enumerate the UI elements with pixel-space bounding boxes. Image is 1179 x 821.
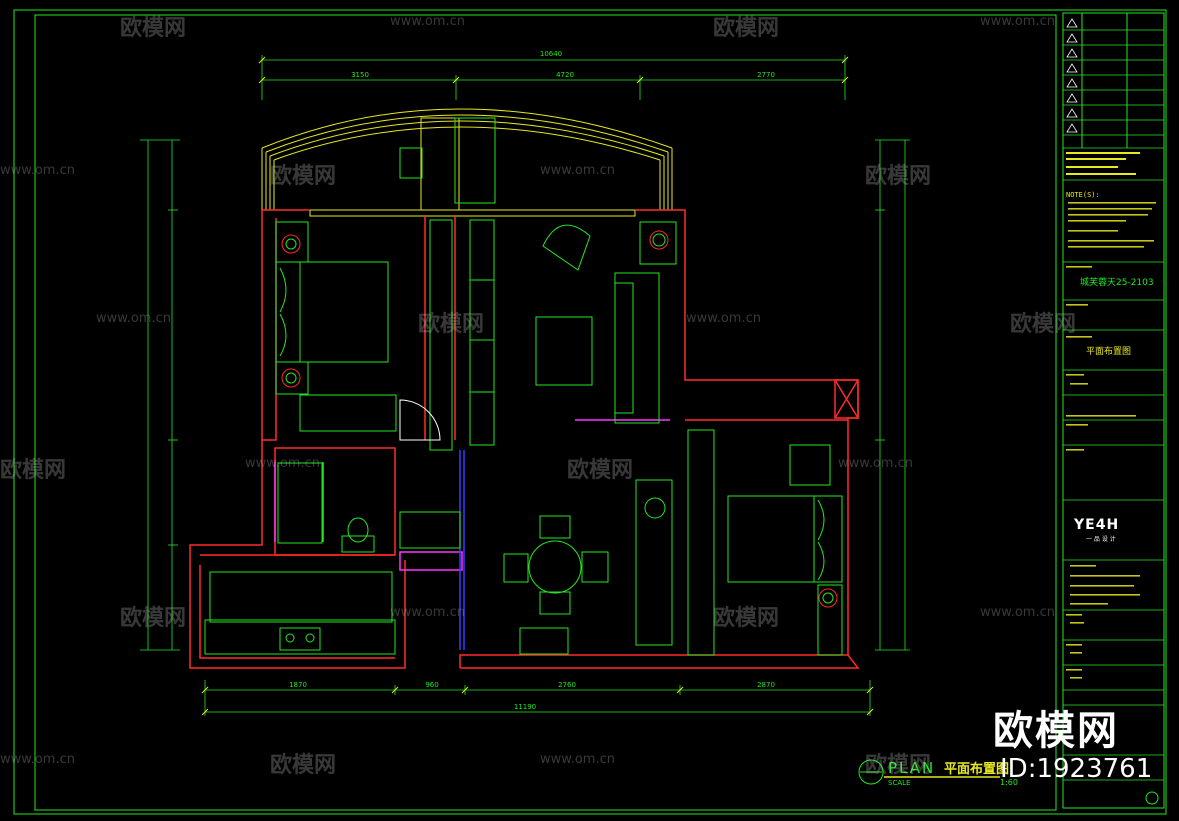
watermark-url: www.om.cn [980, 605, 1055, 620]
watermark-brand: 欧模网 [865, 753, 932, 778]
scale-value: 1:60 [1000, 778, 1018, 787]
sheet-outer-border [13, 9, 1167, 815]
dim-bottom-1: 1870 [289, 681, 307, 689]
dim-top-left: 3150 [351, 71, 369, 79]
watermark-url: www.om.cn [390, 14, 465, 29]
master-bed [275, 261, 389, 363]
watermark-brand: 欧模网 [270, 753, 337, 778]
watermark-brand: 欧模网 [865, 164, 932, 189]
dim-bottom-4: 2870 [757, 681, 775, 689]
walls [189, 209, 860, 669]
watermark-url: www.om.cn [980, 14, 1055, 29]
watermark-brand: 欧模网 [567, 458, 634, 483]
watermark-url: www.om.cn [0, 163, 75, 178]
company-logo-sub: 一 品 设 计 [1086, 535, 1116, 543]
toilet [347, 517, 369, 543]
watermark-id: ID:1923761 [1000, 754, 1153, 784]
dim-top-mid: 4720 [556, 71, 574, 79]
watermark-brand: 欧模网 [713, 606, 780, 631]
sheet-inner-border [34, 14, 1057, 811]
plan-title: PLAN 平面布置图 SCALE 1:60 [858, 759, 1018, 787]
dimension-lines [140, 55, 910, 716]
watermark-big-brand: 欧模网 [993, 708, 1119, 754]
scale-label: SCALE [888, 779, 910, 787]
watermark-url: www.om.cn [686, 311, 761, 326]
second-bed [727, 495, 843, 583]
dim-top-total: 10640 [540, 50, 562, 58]
dimension-ticks [201, 56, 874, 716]
furniture [204, 117, 843, 656]
arched-bay-window [261, 108, 673, 217]
dim-bottom-total: 11190 [514, 703, 536, 711]
dim-top-right: 2770 [757, 71, 775, 79]
plan-label: PLAN [888, 759, 935, 777]
sofa [614, 272, 660, 424]
watermark-url: www.om.cn [540, 752, 615, 767]
watermark-url: www.om.cn [838, 456, 913, 471]
project-name: 城芙蓉天25-2103 [1080, 276, 1154, 288]
dining-table [528, 540, 582, 594]
plan-title-text: 平面布置图 [944, 761, 1009, 777]
drawing-name: 平面布置图 [1086, 345, 1131, 357]
watermark-url: www.om.cn [0, 752, 75, 767]
title-block: NOTE(S): 城芙蓉天25-2103 平面布置图 YE4H 一 品 设 计 [1062, 12, 1165, 809]
armchair [542, 224, 591, 271]
coffee-table [535, 316, 593, 386]
watermark-url: www.om.cn [540, 163, 615, 178]
watermark-brand: 欧模网 [270, 164, 337, 189]
watermark-brand: 欧模网 [418, 312, 485, 337]
watermark-url: www.om.cn [96, 311, 171, 326]
company-logo: YE4H [1073, 517, 1119, 533]
accent-lines [274, 419, 670, 650]
watermark-url: www.om.cn [390, 605, 465, 620]
watermark-brand: 欧模网 [713, 16, 780, 41]
watermark-brand: 欧模网 [0, 458, 67, 483]
dim-bottom-2: 960 [425, 681, 438, 689]
sheet-number-circle [1145, 791, 1159, 805]
watermark-brand: 欧模网 [120, 16, 187, 41]
dim-bottom-3: 2760 [558, 681, 576, 689]
dimension-labels: 10640 3150 4720 2770 1870 960 2760 2870 … [289, 50, 775, 711]
marker-symbols [281, 230, 838, 608]
notes-heading: NOTE(S): [1066, 191, 1100, 199]
watermark-brand: 欧模网 [120, 606, 187, 631]
watermark-brand: 欧模网 [1010, 312, 1077, 337]
watermark-url: www.om.cn [245, 456, 320, 471]
